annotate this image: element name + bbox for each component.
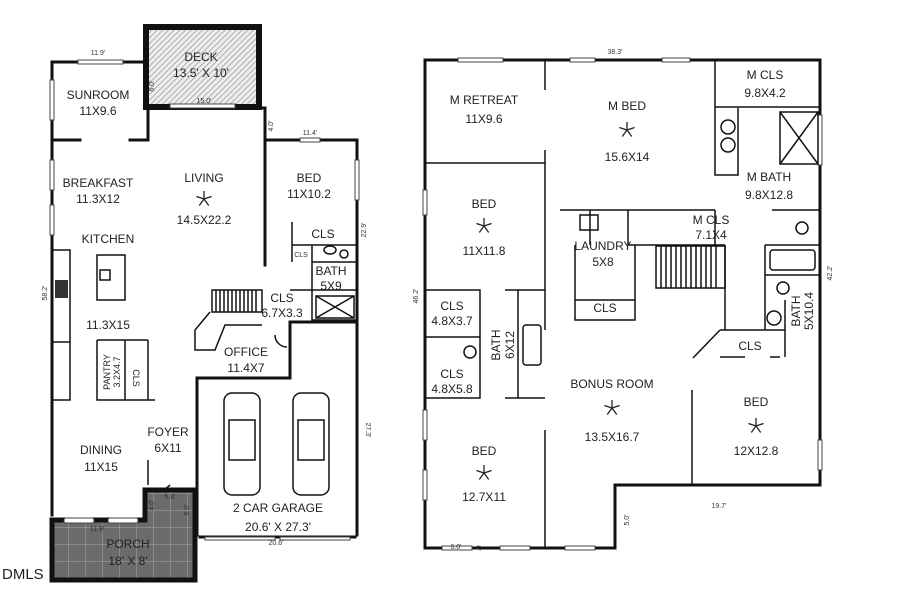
room-name: CLS (738, 339, 761, 353)
room-name: BONUS ROOM (570, 377, 653, 391)
room-name: LAUNDRY (574, 239, 631, 253)
room-name: DECK (184, 50, 217, 64)
room-size: 14.5X22.2 (177, 213, 232, 227)
room-name: BATH (789, 295, 803, 326)
room-name: BATH (315, 264, 346, 278)
dimension-label: 6.0' (184, 504, 191, 515)
room-size: 11X11.8 (463, 244, 506, 258)
dimension-label: 11.4' (303, 130, 317, 137)
room-name: M BED (608, 99, 646, 113)
room-name: DINING (80, 443, 122, 457)
dimension-label: 58.2' (42, 286, 49, 301)
room-size: 11X9.6 (79, 104, 116, 118)
room-size: 13.5X16.7 (585, 430, 640, 444)
room-name: LIVING (184, 171, 223, 185)
dimension-label: 0' (474, 545, 481, 550)
dimension-label: 38.3' (608, 49, 623, 56)
ceiling-fan-icon (618, 121, 636, 138)
room-size: 11.3X12 (76, 192, 120, 206)
room-size: 11.3X15 (86, 318, 130, 332)
room-name: BED (744, 395, 769, 409)
dimension-label: 4.0' (149, 499, 156, 510)
ceiling-fan-icon (603, 399, 621, 416)
room-name: CLS (131, 369, 141, 387)
room-name: CLS (311, 227, 334, 241)
room-name: PORCH (106, 537, 149, 551)
dimension-label: 11.9' (90, 526, 104, 533)
dimension-label: 42.2' (827, 266, 834, 281)
dimension-label: 6.0' (149, 80, 156, 91)
room-name: M BATH (747, 170, 791, 184)
room-name: BREAKFAST (63, 176, 134, 190)
room-name: BED (297, 171, 322, 185)
room-size: 18' X 8' (108, 554, 147, 568)
dimension-label: 4.0' (268, 120, 275, 131)
room-name: KITCHEN (82, 232, 135, 246)
room-name: CLS (270, 291, 293, 305)
room-size: 12X12.8 (734, 444, 779, 458)
ceiling-fan-icon (747, 417, 765, 434)
dimension-label: 11.9' (91, 50, 105, 57)
dimension-label: 22.9' (361, 223, 368, 238)
room-name: M CLS (747, 68, 784, 82)
room-name: M CLS (693, 213, 730, 227)
room-size: 13.5' X 10' (173, 66, 229, 80)
room-size: 5X10.4 (802, 292, 816, 330)
room-name: CLS (440, 299, 463, 313)
stairs (655, 245, 726, 289)
room-size: 11X15 (84, 460, 118, 474)
room-size: 20.6' X 27.3' (245, 520, 311, 534)
room-size: 9.8X12.8 (745, 188, 793, 202)
room-name: CLS (440, 367, 463, 381)
second-floor-plan: M RETREAT 11X9.6 M BED 15.6X14 M CLS 9.8… (413, 49, 834, 551)
car-icon (292, 392, 330, 496)
room-size: 11.4X7 (227, 361, 264, 375)
ceiling-fan-icon (475, 217, 493, 234)
room-size: 15.6X14 (605, 150, 650, 164)
room-name: BED (472, 444, 497, 458)
room-size: 5X9 (320, 279, 342, 293)
first-floor-plan: DECK 13.5' X 10' SUNROOM 11X9.6 BREAKFAS… (42, 24, 371, 583)
room-size: 9.8X4.2 (744, 86, 786, 100)
room-name: OFFICE (224, 345, 268, 359)
room-name: BED (472, 197, 497, 211)
stairs (194, 289, 263, 351)
room-size: 3.2X4.7 (112, 356, 122, 387)
dimension-label: 15.0' (197, 98, 212, 105)
room-name: CLS (593, 301, 616, 315)
room-size: 6.7X3.3 (261, 306, 303, 320)
room-size: 4.8X5.8 (431, 382, 473, 396)
room-name: CLS (294, 252, 308, 259)
dimension-label: 19.7' (712, 503, 727, 510)
room-size: 6X11 (154, 441, 181, 455)
dimension-label: 5.8' (164, 494, 175, 501)
watermark: DMLS (2, 566, 44, 583)
room-size: 12.7X11 (462, 490, 506, 504)
room-name: M RETREAT (450, 93, 519, 107)
room-name: PANTRY (102, 354, 112, 390)
ceiling-fan-icon (195, 190, 213, 207)
dimension-label: 20.6' (269, 540, 284, 547)
room-size: 7.1X4 (695, 228, 727, 242)
car-icon (223, 392, 261, 496)
room-size: 11X9.6 (465, 112, 502, 126)
room-name: BATH (489, 329, 503, 360)
dimension-label: 27.3' (364, 423, 371, 438)
dimension-label: 6.0' (450, 544, 461, 551)
room-size: 4.8X3.7 (431, 314, 473, 328)
porch (49, 487, 198, 583)
room-size: 6X12 (503, 331, 517, 359)
ceiling-fan-icon (475, 464, 493, 481)
room-name: 2 CAR GARAGE (233, 501, 323, 515)
dimension-label: 5.0' (624, 514, 631, 525)
room-size: 5X8 (592, 255, 614, 269)
room-name: FOYER (147, 425, 189, 439)
room-size: 11X10.2 (287, 187, 331, 201)
dimension-label: 46.2' (413, 289, 420, 304)
room-name: SUNROOM (67, 88, 130, 102)
